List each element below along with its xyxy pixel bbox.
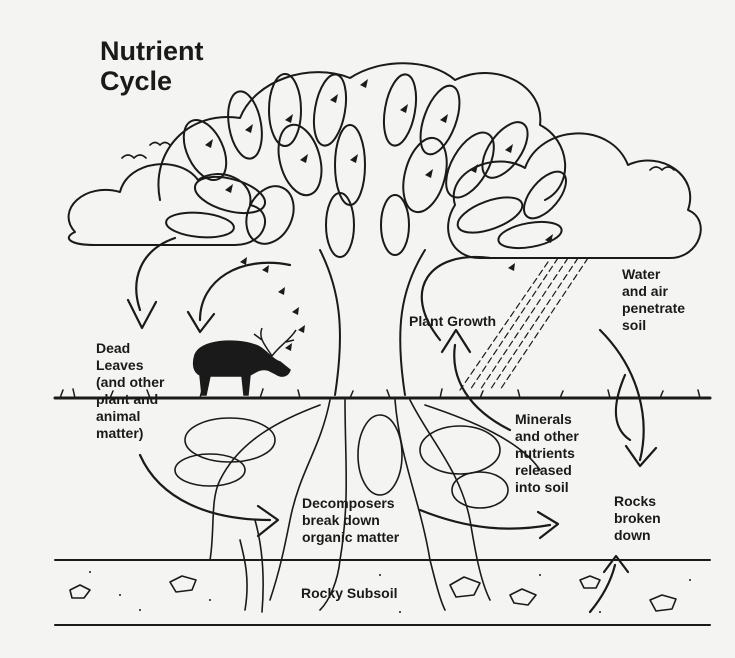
label-subsoil: Rocky Subsoil: [301, 585, 397, 602]
label-rocks: Rocks broken down: [614, 493, 661, 544]
bird-icon: [122, 143, 674, 171]
label-decomposers: Decomposers break down organic matter: [302, 495, 399, 546]
label-water-air: Water and air penetrate soil: [622, 266, 685, 334]
leaf-cluster: [379, 72, 574, 255]
label-minerals: Minerals and other nutrients released in…: [515, 411, 579, 496]
diagram-title: Nutrient Cycle: [100, 36, 204, 96]
cloud-icon: [69, 164, 265, 245]
deer-icon: [194, 328, 296, 395]
label-plant-growth: Plant Growth: [409, 313, 496, 330]
leaf-marks: [205, 79, 553, 351]
label-dead-leaves: Dead Leaves (and other plant and animal …: [96, 340, 164, 442]
